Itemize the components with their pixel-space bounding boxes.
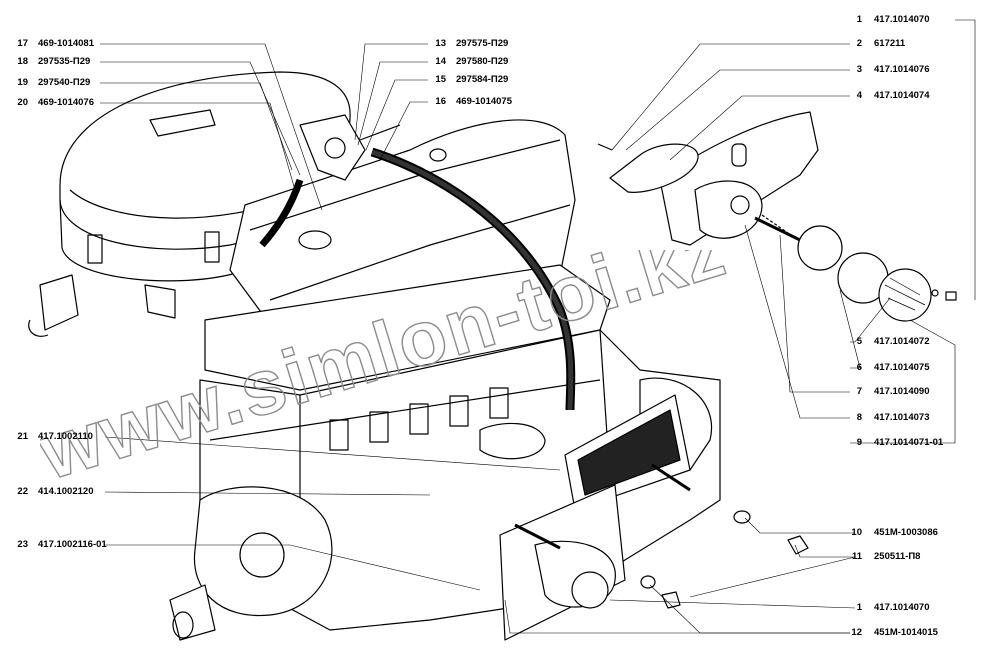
valve-assembly xyxy=(299,114,401,181)
side-gasket xyxy=(499,394,809,641)
cylinder-head xyxy=(204,119,611,391)
leader-lines xyxy=(100,19,976,634)
oil-separator-exploded xyxy=(597,111,957,322)
breather-hose xyxy=(259,147,576,411)
front-cover xyxy=(169,486,333,641)
